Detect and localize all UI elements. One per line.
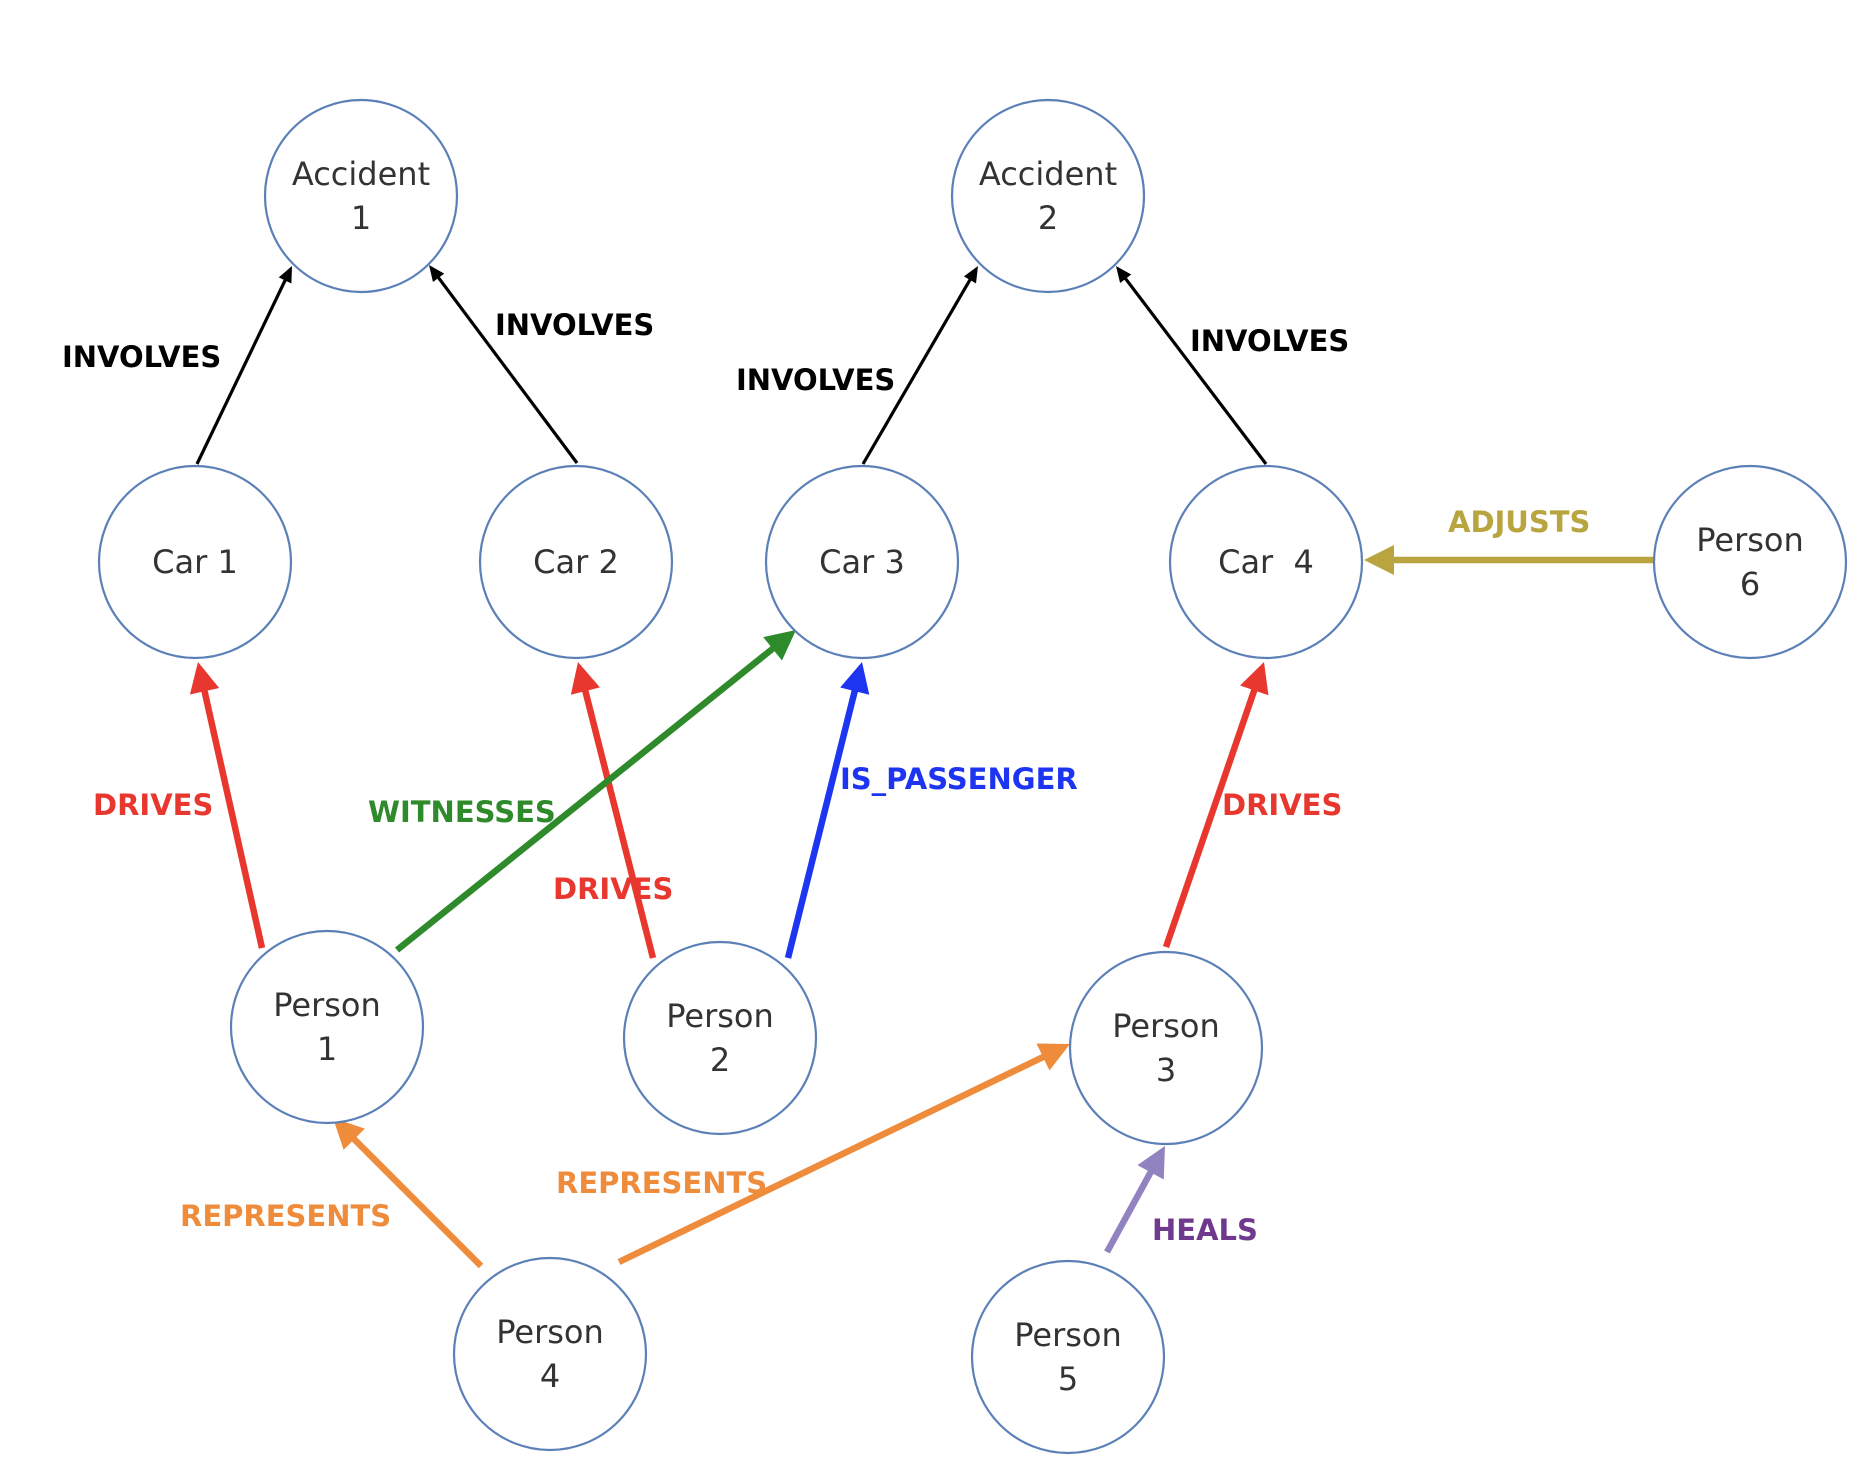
arrowhead-icon [1137,1146,1165,1180]
node-car3: Car 3 [764,464,960,660]
node-circle [764,464,960,660]
edge-person6-adjusts-car4 [1364,545,1655,575]
arrowhead-icon [189,662,220,695]
edge-person4-represents-person3 [617,1043,1070,1265]
edge-car1-involves-accident1 [195,266,292,465]
edge-person1-drives-car1 [189,662,266,949]
edge-line [861,277,973,465]
edge-label: REPRESENTS [180,1199,391,1233]
arrowhead-icon [570,662,600,695]
node-label: 5 [1058,1360,1078,1398]
node-label: Accident [292,155,430,193]
node-label: 4 [540,1357,560,1395]
node-label: 6 [1740,565,1760,603]
edge-car4-involves-accident2 [1116,266,1268,465]
edge-label: INVOLVES [62,340,221,374]
edge-person5-heals-person3 [1104,1146,1165,1254]
arrowhead-icon [278,266,292,284]
edge-label: DRIVES [1222,788,1342,822]
edge-line [1162,687,1258,949]
node-person4: Person 4 [452,1256,648,1452]
edges-layer [189,265,1655,1269]
edge-line [1104,1169,1155,1254]
node-label: Car 3 [819,543,905,581]
edge-person4-represents-person1 [333,1118,484,1269]
node-label: Accident [979,155,1117,193]
edge-line [200,688,266,949]
node-accident1: Accident 1 [263,98,459,294]
edge-label: INVOLVES [736,363,895,397]
node-person5: Person 5 [970,1259,1166,1455]
arrowhead-icon [963,266,978,284]
node-car1: Car 1 [97,464,293,660]
node-circle [478,464,674,660]
arrowhead-icon [333,1118,365,1150]
edge-labels-layer: INVOLVES INVOLVES INVOLVES INVOLVES ADJUSTS D… [62,308,1590,1247]
node-label: 1 [317,1030,337,1068]
node-person1: Person 1 [229,929,425,1125]
node-circle [263,98,459,294]
node-label: 1 [351,199,371,237]
node-car2: Car 2 [478,464,674,660]
node-label: Person [1696,521,1804,559]
edge-line [581,688,657,959]
node-label: Person [666,997,774,1035]
edge-line [350,1135,484,1269]
node-label: Car 4 [1218,543,1314,581]
edge-label: INVOLVES [495,308,654,342]
arrowhead-icon [1364,545,1394,575]
node-label: Car 2 [533,543,619,581]
edge-person2-drives-car2 [570,662,657,959]
edge-line [394,644,777,953]
edge-person2-is-passenger-car3 [784,662,870,959]
arrowhead-icon [1240,662,1269,696]
node-circle [97,464,293,660]
arrowhead-icon [1036,1043,1070,1071]
edge-person1-witnesses-car3 [394,630,796,953]
edge-label: ADJUSTS [1448,505,1590,539]
node-label: Person [1112,1007,1220,1045]
edge-line [195,277,288,465]
edge-label: INVOLVES [1190,324,1349,358]
edge-label: WITNESSES [368,795,556,829]
node-label: 2 [1038,199,1058,237]
node-person6: Person 6 [1652,464,1848,660]
arrowhead-icon [763,630,796,661]
edge-car3-involves-accident2 [861,266,978,465]
node-person2: Person 2 [622,940,818,1136]
edge-person3-drives-car4 [1162,662,1269,949]
edge-line [1123,276,1268,465]
node-circle [1068,950,1264,1146]
node-circle [1652,464,1848,660]
edge-label: DRIVES [553,872,673,906]
edge-line [617,1053,1047,1265]
node-circle [622,940,818,1136]
node-label: 3 [1156,1051,1176,1089]
arrowhead-icon [840,662,870,695]
edge-line [784,688,859,959]
edge-label: REPRESENTS [556,1166,767,1200]
node-label: Person [273,986,381,1024]
node-circle [950,98,1146,294]
node-circle [229,929,425,1125]
node-circle [1168,464,1364,660]
node-label: 2 [710,1041,730,1079]
node-label: Car 1 [152,543,238,581]
arrowhead-icon [429,265,445,283]
arrowhead-icon [1116,266,1132,283]
node-circle [970,1259,1166,1455]
edge-label: HEALS [1152,1213,1258,1247]
node-circle [452,1256,648,1452]
edge-car2-involves-accident1 [429,265,579,464]
node-person3: Person 3 [1068,950,1264,1146]
node-accident2: Accident 2 [950,98,1146,294]
edge-label: IS_PASSENGER [840,762,1078,796]
node-label: Person [1014,1316,1122,1354]
edge-label: DRIVES [93,788,213,822]
node-label: Person [496,1313,604,1351]
edge-line [436,275,579,464]
node-car4: Car 4 [1168,464,1364,660]
